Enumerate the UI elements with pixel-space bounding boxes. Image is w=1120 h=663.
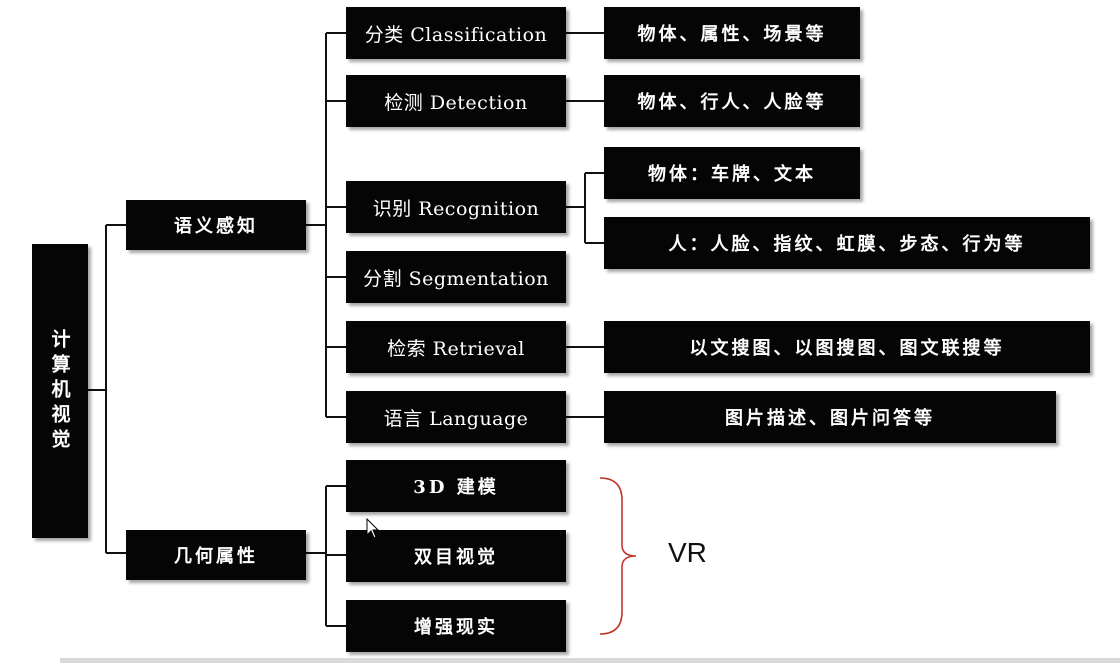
node-segmentation: 分割 Segmentation — [346, 251, 566, 303]
node-augmented-reality: 增强现实 — [346, 600, 566, 652]
node-classification: 分类 Classification — [346, 7, 566, 59]
node-detection: 检测 Detection — [346, 75, 566, 127]
detail-recognition-person-label: 人：人脸、指纹、虹膜、步态、行为等 — [668, 234, 1026, 255]
node-recognition: 识别 Recognition — [346, 181, 566, 233]
vr-label: VR — [668, 537, 707, 568]
root-label: 计算机视觉 — [48, 328, 71, 454]
bottom-divider — [60, 658, 1120, 663]
root-node: 计算机视觉 — [32, 244, 88, 538]
node-retrieval: 检索 Retrieval — [346, 321, 566, 373]
detail-recognition-object: 物体：车牌、文本 — [604, 147, 860, 199]
detail-recognition-person: 人：人脸、指纹、虹膜、步态、行为等 — [604, 217, 1090, 269]
node-stereo-vision-label: 双目视觉 — [414, 547, 498, 568]
detail-detection: 物体、行人、人脸等 — [604, 75, 860, 127]
detail-detection-label: 物体、行人、人脸等 — [637, 92, 827, 113]
node-detection-label: 检测 Detection — [384, 91, 528, 114]
node-stereo-vision: 双目视觉 — [346, 530, 566, 582]
node-retrieval-label: 检索 Retrieval — [387, 337, 525, 360]
node-classification-label: 分类 Classification — [364, 23, 548, 46]
detail-language-label: 图片描述、图片问答等 — [725, 408, 935, 429]
branch-semantic: 语义感知 — [126, 200, 306, 250]
node-language: 语言 Language — [346, 391, 566, 443]
node-augmented-reality-label: 增强现实 — [414, 617, 498, 638]
node-3d-modeling-label: 3D 建模 — [413, 477, 499, 498]
detail-retrieval-label: 以文搜图、以图搜图、图文联搜等 — [689, 338, 1005, 359]
branch-geometric-label: 几何属性 — [174, 546, 258, 567]
node-3d-modeling: 3D 建模 — [346, 460, 566, 512]
detail-recognition-object-label: 物体：车牌、文本 — [648, 164, 816, 185]
detail-classification-label: 物体、属性、场景等 — [637, 24, 827, 45]
node-recognition-label: 识别 Recognition — [372, 197, 540, 220]
node-segmentation-label: 分割 Segmentation — [363, 267, 549, 290]
detail-language: 图片描述、图片问答等 — [604, 391, 1056, 443]
branch-semantic-label: 语义感知 — [174, 216, 258, 237]
detail-retrieval: 以文搜图、以图搜图、图文联搜等 — [604, 321, 1090, 373]
branch-geometric: 几何属性 — [126, 530, 306, 580]
node-language-label: 语言 Language — [383, 407, 529, 430]
mouse-cursor-icon — [366, 518, 380, 539]
vr-bracket — [599, 477, 637, 635]
detail-classification: 物体、属性、场景等 — [604, 7, 860, 59]
